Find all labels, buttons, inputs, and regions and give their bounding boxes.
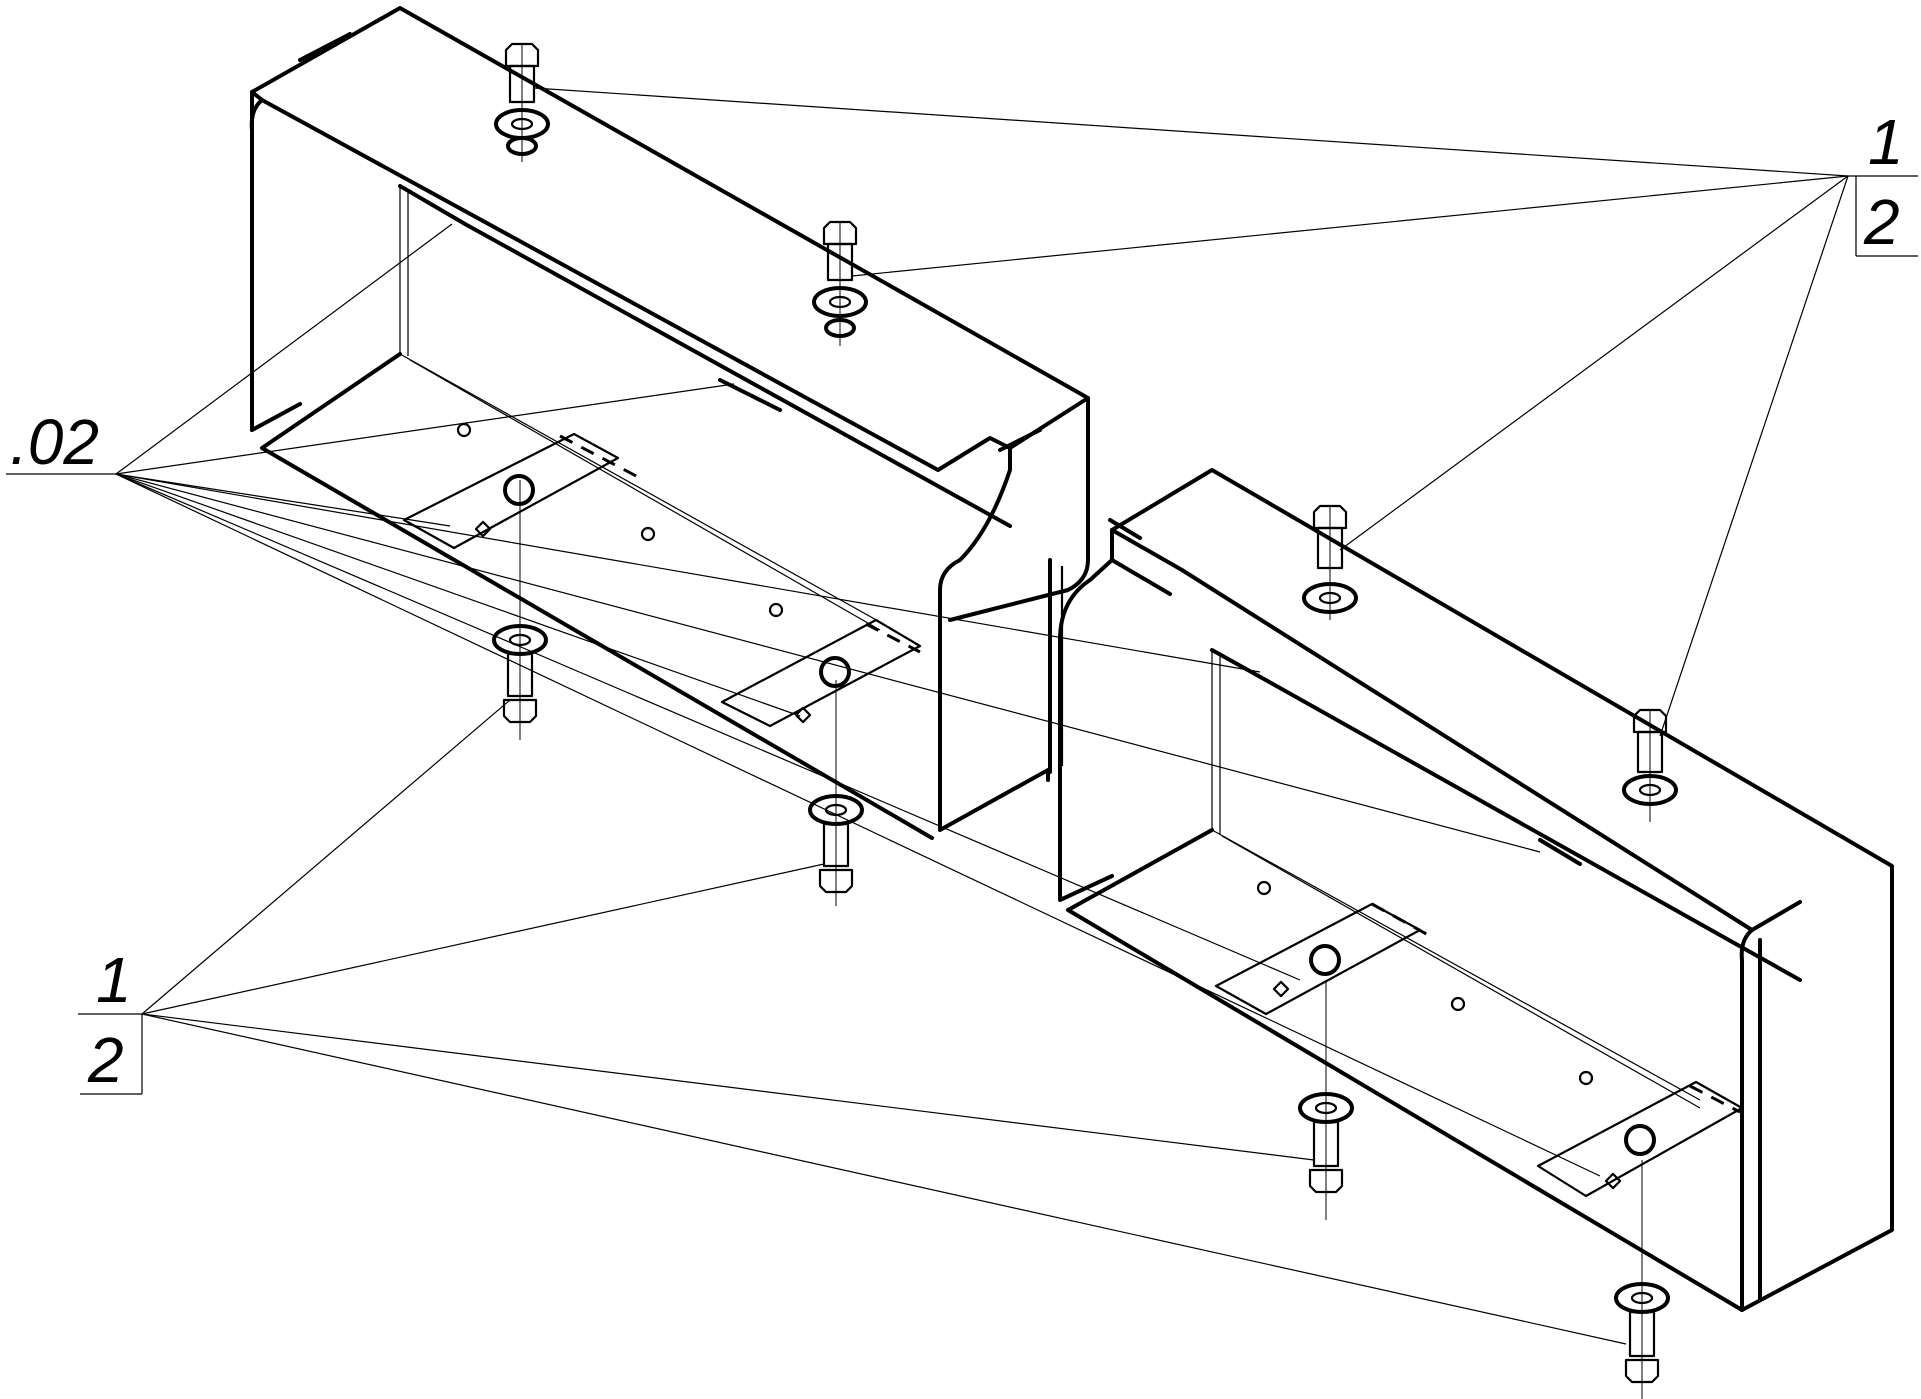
leader-lines bbox=[115, 87, 1849, 1345]
callout-left: .02 bbox=[6, 406, 116, 478]
callout-top-right: 1 2 bbox=[1848, 106, 1918, 258]
bolt-bottom-1 bbox=[492, 480, 548, 740]
callout-bottom-left-numerator: 1 bbox=[96, 944, 132, 1016]
right-box bbox=[1058, 468, 1894, 1312]
bolt-top-3 bbox=[1302, 504, 1358, 620]
bolt-bottom-4 bbox=[1614, 1160, 1670, 1399]
bolt-top-4 bbox=[1622, 708, 1678, 822]
left-box bbox=[249, 6, 1090, 840]
callout-top-right-denominator: 2 bbox=[1863, 186, 1900, 258]
callout-bottom-left-denominator: 2 bbox=[87, 1024, 124, 1096]
bolt-top-1 bbox=[494, 42, 550, 162]
callout-top-right-numerator: 1 bbox=[1868, 106, 1904, 178]
callout-left-label: .02 bbox=[10, 406, 99, 478]
bolt-bottom-3 bbox=[1298, 980, 1354, 1220]
fasteners bbox=[492, 42, 1678, 1399]
callout-bottom-left: 1 2 bbox=[78, 944, 143, 1096]
bolt-top-2 bbox=[812, 220, 868, 346]
